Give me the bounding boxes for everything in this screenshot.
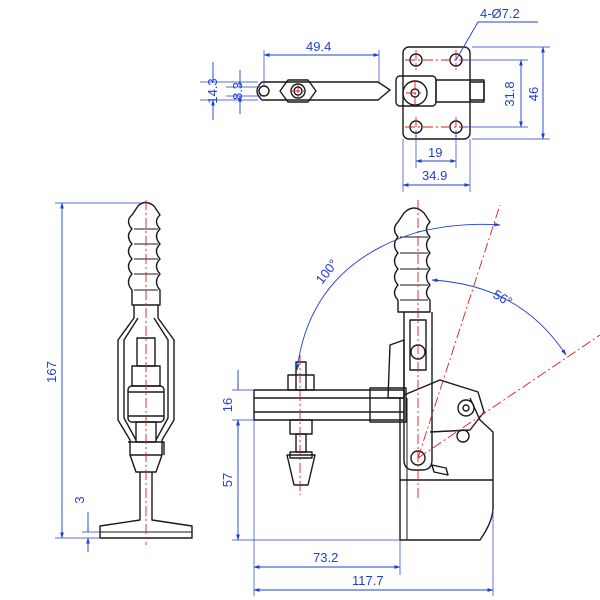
hole-callout-leader	[455, 21, 538, 61]
side-grip-rings	[400, 236, 428, 301]
side-link-pivot	[456, 429, 470, 443]
angle-56-arc	[431, 278, 567, 356]
side-arm-lines	[254, 397, 404, 413]
side-view: 100° 56° 16 57 73.2 117.7	[220, 200, 600, 596]
front-tip-collar	[128, 441, 165, 455]
angle-100: 100°	[313, 256, 341, 286]
dim-height-extensions	[462, 46, 550, 140]
hole-centerlines-bottom	[405, 117, 467, 137]
side-pivot-bracket	[403, 379, 485, 433]
side-main-pivot-pin	[462, 404, 470, 412]
dim-117-7: 117.7	[352, 573, 384, 588]
top-view-handle-end	[469, 81, 485, 101]
pivot-centerline	[406, 80, 424, 106]
spindle-centerline	[290, 83, 306, 99]
arm-end-hole	[258, 85, 270, 97]
angle-100-arc	[295, 222, 501, 371]
side-spindle-shaft	[295, 433, 307, 453]
side-main-pivot	[457, 399, 475, 417]
top-view-hex-nut	[279, 79, 317, 103]
side-bottom-nut	[289, 419, 313, 435]
side-spindle-collar	[289, 451, 313, 459]
top-view-arm	[256, 81, 391, 101]
side-release-centerline	[417, 334, 600, 459]
side-base-body	[399, 397, 494, 541]
dim-width-bottom-extensions	[402, 133, 471, 192]
hole-centerlines-top	[405, 50, 467, 70]
dim-49-4: 49.4	[306, 39, 331, 54]
front-linkage-inner	[123, 317, 169, 441]
dim-16-extensions	[232, 389, 254, 421]
dim-46: 46	[526, 87, 541, 101]
dim-width-extensions	[200, 81, 262, 101]
dim-57: 57	[220, 473, 235, 487]
dim-8-3: 8.3	[230, 82, 245, 100]
side-top-nut	[287, 374, 315, 391]
angle-56: 56°	[491, 287, 516, 310]
top-view: 4-Ø7.2 49.4 14.3 8.3 31.8 46 19 34.9	[200, 6, 550, 192]
side-stop-pin	[431, 464, 449, 476]
side-swing-centerline	[417, 204, 501, 459]
hole-callout: 4-Ø7.2	[480, 6, 520, 21]
dim-73-2-extensions	[253, 420, 401, 596]
dim-3: 3	[72, 496, 87, 503]
side-spindle-tip	[286, 454, 316, 486]
dim-19: 19	[428, 145, 442, 160]
dim-34-9: 34.9	[422, 168, 447, 183]
dim-73-2: 73.2	[313, 550, 338, 565]
dim-16: 16	[220, 398, 235, 412]
top-view-handle-pivot	[435, 79, 485, 103]
side-handle-grip	[393, 207, 431, 313]
dim-167: 167	[44, 361, 59, 383]
side-clamp-arm	[253, 389, 405, 421]
front-spindle-tip	[129, 454, 163, 473]
front-view: 167 3	[44, 200, 193, 552]
front-handle-grip	[127, 201, 161, 306]
dim-31-8: 31.8	[502, 81, 517, 106]
dim-14-3: 14.3	[205, 78, 220, 103]
